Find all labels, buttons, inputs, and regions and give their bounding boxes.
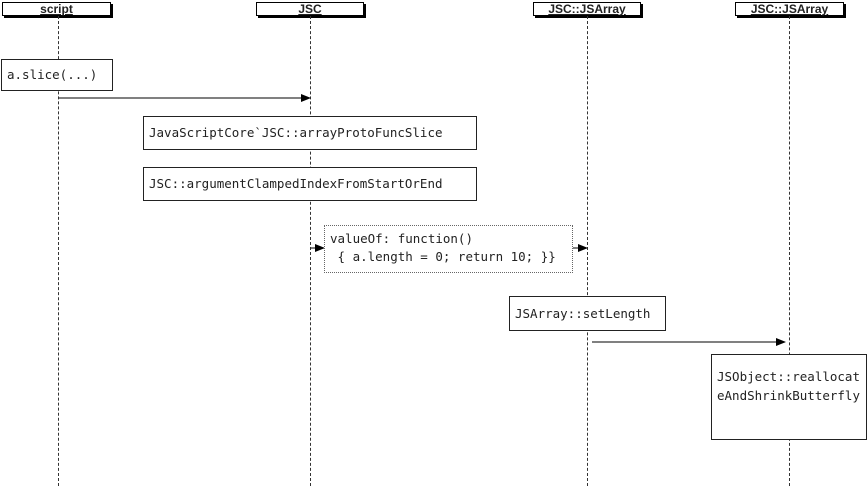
lifeline-header-jsarray-2: JSC::JSArray (735, 2, 844, 16)
lifeline-header-jsarray: JSC::JSArray (533, 2, 641, 16)
lifeline-script (58, 16, 59, 486)
lifeline-header-script: script (2, 2, 111, 16)
set-length-note: JSArray::setLength (509, 296, 666, 331)
lifeline-header-jsc: JSC (256, 2, 364, 16)
array-proto-func-slice-note: JavaScriptCore`JSC::arrayProtoFuncSlice (143, 116, 477, 150)
lifeline-jsc (310, 16, 311, 486)
realloc-note: JSObject::reallocateAndShrinkButterfly (711, 354, 867, 440)
value-of-note: valueOf: function() { a.length = 0; retu… (324, 225, 573, 273)
argument-clamped-note: JSC::argumentClampedIndexFromStartOrEnd (143, 167, 477, 201)
lifeline-jsarray-2 (789, 16, 790, 486)
call-note: a.slice(...) (1, 59, 113, 91)
